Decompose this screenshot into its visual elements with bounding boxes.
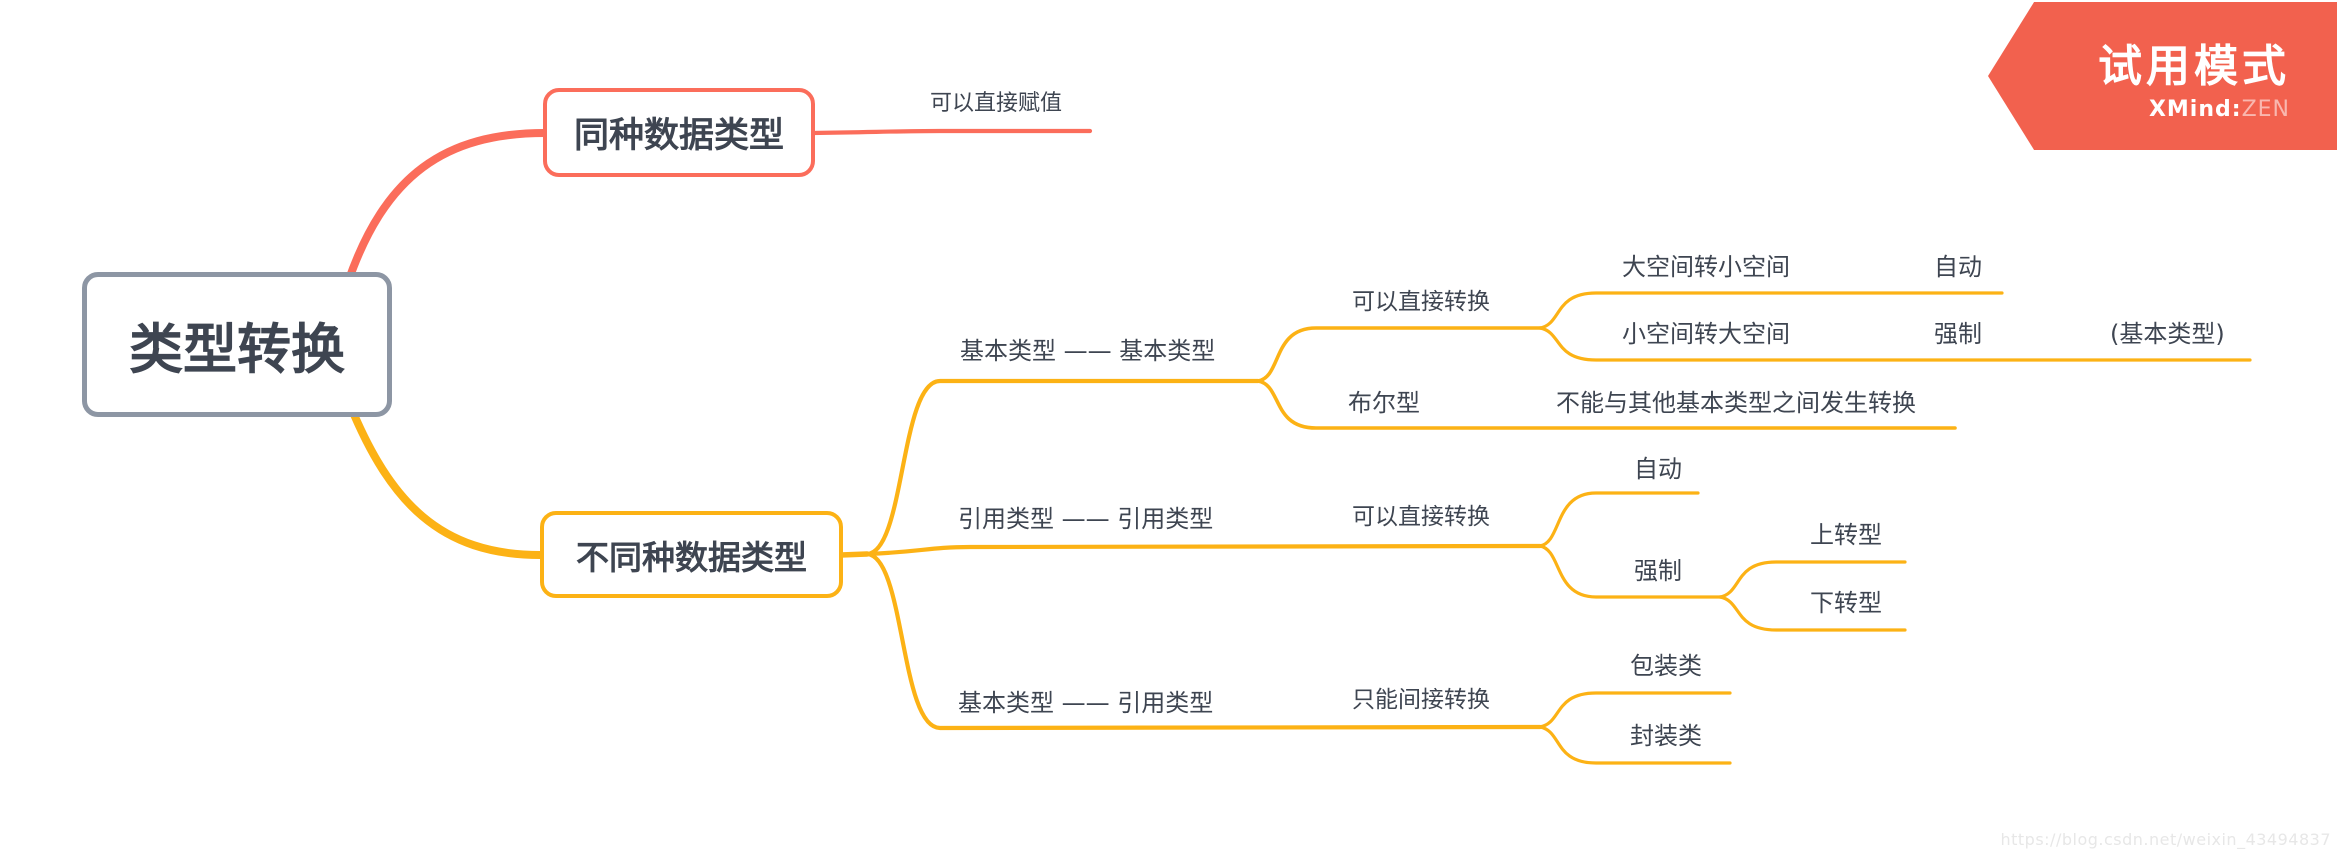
topic-bool-type[interactable]: 布尔型 [1348,389,1420,417]
topic-can-direct-2[interactable]: 可以直接转换 [1352,504,1490,530]
topic-downcast[interactable]: 下转型 [1810,589,1882,617]
topic-basic-ref[interactable]: 基本类型 —— 引用类型 [958,689,1214,717]
edge-root-to-diff-type [346,401,544,559]
topic-direct-assign[interactable]: 可以直接赋值 [930,91,1063,116]
edge-branch-ref-ref [864,543,1543,557]
brand-xmind: XMind [2148,97,2232,122]
topic-indirect[interactable]: 只能间接转换 [1352,687,1490,713]
trial-badge-brand: XMind:ZEN [2149,97,2290,122]
topic-can-direct-1[interactable]: 可以直接转换 [1352,289,1490,315]
trial-badge[interactable]: 试用模式 XMind:ZEN [1988,2,2337,150]
edge-can-direct-to-small-to-big [1538,326,2252,362]
brand-zen: ZEN [2241,97,2290,122]
edge-branch-basic-basic [864,378,1261,557]
edge-force-to-upcast [1718,560,1907,599]
watermark-url: https://blog.csdn.net/weixin_43494837 [2000,830,2331,849]
topic-root[interactable]: 类型转换 [82,272,392,417]
topic-auto-1[interactable]: 自动 [1934,253,1982,281]
topic-small-to-big[interactable]: 小空间转大空间 [1622,320,1790,348]
topic-auto-2[interactable]: 自动 [1634,455,1682,483]
trial-badge-title: 试用模式 [2098,41,2290,92]
edge-root-to-same-type [344,129,549,286]
topic-force-2[interactable]: 强制 [1634,557,1682,585]
edge-can-direct-to-big-to-small [1538,291,2004,330]
edge-ref-ref-to-force [1538,544,1722,599]
topic-force-1[interactable]: 强制 [1934,320,1982,348]
edge-indirect-to-wrapper [1538,691,1732,729]
topic-wrapper[interactable]: 包装类 [1630,652,1702,680]
topic-big-to-small[interactable]: 大空间转小空间 [1622,253,1790,281]
edge-same-type-to-direct-assign [810,128,1093,136]
edge-basic-basic-to-bool [1256,379,1957,430]
topic-bool-note[interactable]: 不能与其他基本类型之间发生转换 [1556,389,1916,417]
edge-ref-ref-to-auto [1538,491,1700,548]
topic-basic-note[interactable]: (基本类型) [2110,320,2225,348]
topic-encap[interactable]: 封装类 [1630,722,1702,750]
topic-basic-basic[interactable]: 基本类型 —— 基本类型 [960,337,1216,365]
edge-basic-basic-to-can-direct [1256,326,1542,383]
edge-branch-basic-ref [864,551,1543,731]
topic-same-type[interactable]: 同种数据类型 [543,88,815,177]
edge-diff-type-stub [838,551,870,558]
topic-diff-type[interactable]: 不同种数据类型 [540,511,843,598]
topic-upcast[interactable]: 上转型 [1810,521,1882,549]
topic-ref-ref[interactable]: 引用类型 —— 引用类型 [958,505,1214,533]
brand-colon: : [2231,97,2242,122]
edge-force-to-downcast [1718,595,1907,632]
edge-indirect-to-encap [1538,725,1732,765]
